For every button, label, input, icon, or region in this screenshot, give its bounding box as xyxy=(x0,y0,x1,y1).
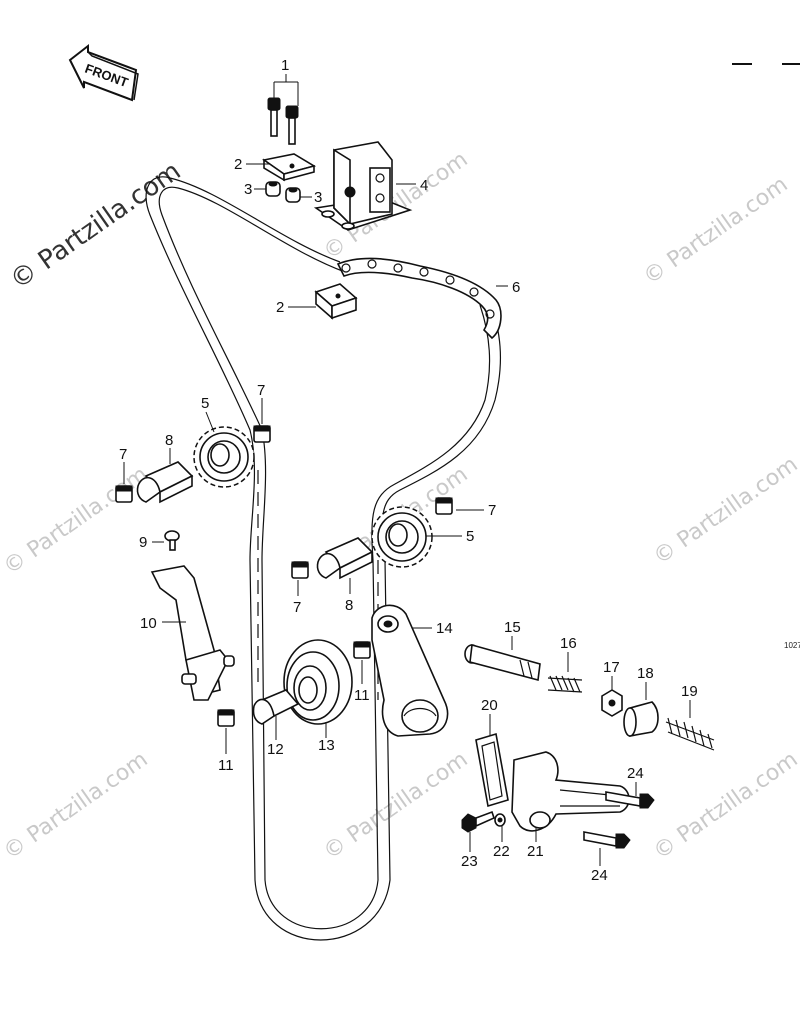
part-12-guide-shoe xyxy=(252,689,300,725)
part-1-bolts xyxy=(267,97,299,145)
callout-11: 11 xyxy=(218,757,234,774)
part-24-bolt-upper xyxy=(605,791,655,809)
callout-19: 19 xyxy=(681,683,698,700)
callout-2: 2 xyxy=(234,156,242,173)
part-6-chain-links xyxy=(336,257,502,340)
callout-11: 11 xyxy=(354,687,370,704)
front-arrow-icon: FRONT xyxy=(68,43,139,102)
part-8-guide-shoe-upper xyxy=(136,461,194,504)
part-17-nut xyxy=(601,689,623,717)
callout-2: 2 xyxy=(276,299,284,316)
callout-7: 7 xyxy=(293,599,301,616)
edge-reference: 1027 xyxy=(784,641,800,650)
callout-8: 8 xyxy=(165,432,173,449)
part-23-bolt xyxy=(461,810,495,833)
callout-5: 5 xyxy=(466,528,474,545)
part-2-guide-block-lower xyxy=(314,283,358,320)
part-21-tensioner-body xyxy=(511,751,630,832)
watermark: © Partzilla.com xyxy=(0,747,153,865)
callout-14: 14 xyxy=(436,620,453,637)
callout-13: 13 xyxy=(318,737,335,754)
callout-8: 8 xyxy=(345,597,353,614)
callout-21: 21 xyxy=(527,843,544,860)
part-15-pivot-bolt xyxy=(464,643,541,682)
part-16-spring xyxy=(547,675,583,693)
callouts: 1 2 3 3 4 2 6 5 7 7 8 7 5 9 7 8 10 14 15… xyxy=(119,57,698,884)
callout-10: 10 xyxy=(140,615,157,632)
part-11-block-b xyxy=(217,709,235,727)
callout-7: 7 xyxy=(488,502,496,519)
watermark: © Partzilla.com xyxy=(649,747,800,865)
part-7-block-c xyxy=(435,497,453,515)
part-18-collar xyxy=(623,701,659,737)
callout-1: 1 xyxy=(281,57,289,74)
part-20-gasket xyxy=(475,732,509,808)
callout-17: 17 xyxy=(603,659,620,676)
part-19-spring xyxy=(665,717,715,751)
part-13-idler-pulley xyxy=(283,639,353,725)
part-10-guide-bracket xyxy=(150,565,235,701)
callout-23: 23 xyxy=(461,853,478,870)
part-11-block-a xyxy=(353,641,371,659)
part-9-screw xyxy=(164,530,180,551)
callout-24: 24 xyxy=(627,765,644,782)
watermark: © Partzilla.com xyxy=(639,172,792,290)
callout-7: 7 xyxy=(257,382,265,399)
part-24-bolt-lower xyxy=(583,831,631,849)
callout-20: 20 xyxy=(481,697,498,714)
part-7-block-b xyxy=(115,485,133,503)
part-5-sprocket-lower xyxy=(371,506,433,568)
leader-lines xyxy=(123,74,691,866)
part-2-guide-block-upper xyxy=(262,153,317,182)
part-4-chain-guide-bracket xyxy=(313,141,413,231)
part-7-block-d xyxy=(291,561,309,579)
callout-4: 4 xyxy=(420,177,428,194)
watermark: © Partzilla.com xyxy=(649,452,800,570)
part-8-guide-shoe-lower xyxy=(316,537,374,580)
callout-24: 24 xyxy=(591,867,608,884)
watermark: © Partzilla.com xyxy=(319,747,472,865)
callout-15: 15 xyxy=(504,619,521,636)
part-14-tensioner-arm xyxy=(371,604,449,737)
part-22-washer xyxy=(494,813,506,827)
part-3-collars xyxy=(265,181,301,203)
callout-3: 3 xyxy=(244,181,252,198)
watermarks: © Partzilla.com © Partzilla.com © Partzi… xyxy=(0,147,800,865)
cam-chain xyxy=(145,176,502,941)
callout-16: 16 xyxy=(560,635,577,652)
callout-18: 18 xyxy=(637,665,654,682)
part-7-block-a xyxy=(253,425,271,443)
callout-6: 6 xyxy=(512,279,520,296)
callout-22: 22 xyxy=(493,843,510,860)
callout-9: 9 xyxy=(139,534,147,551)
part-5-sprocket-upper xyxy=(193,426,255,488)
callout-5: 5 xyxy=(201,395,209,412)
callout-3: 3 xyxy=(314,189,322,206)
callout-7: 7 xyxy=(119,446,127,463)
callout-12: 12 xyxy=(267,741,284,758)
watermark: © Partzilla.com xyxy=(0,462,153,580)
